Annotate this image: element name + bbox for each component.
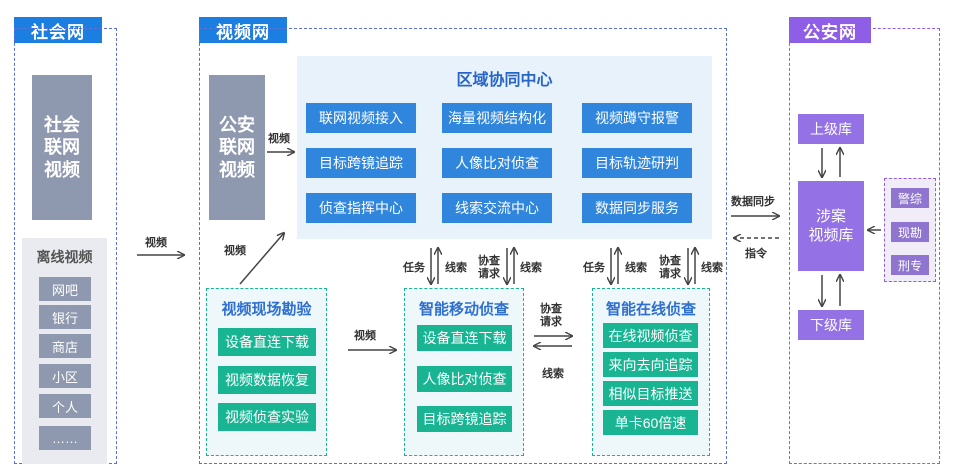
upper-db: 上级库 bbox=[798, 114, 864, 144]
offline-item: 小区 bbox=[39, 364, 91, 388]
lower-db: 下级库 bbox=[798, 310, 864, 340]
offline-item: 商店 bbox=[39, 334, 91, 358]
label-video-police: 视频 bbox=[268, 133, 290, 145]
mobile-item: 目标跨镜追踪 bbox=[417, 406, 512, 432]
police-network-header: 公安网 bbox=[789, 17, 871, 43]
side-item: 现勘 bbox=[891, 222, 929, 242]
social-network-title: 社会网 bbox=[31, 22, 85, 42]
police-video-block: 公安 联网 视频 bbox=[209, 75, 265, 220]
center-item: 目标跨镜追踪 bbox=[306, 148, 416, 178]
social-network-header: 社会网 bbox=[14, 17, 102, 43]
site-inspection-title: 视频现场勘验 bbox=[221, 301, 312, 318]
arrow-site-to-police bbox=[239, 233, 284, 285]
label-clue2-mobile: 线索 bbox=[520, 262, 542, 274]
police-video-label: 公安 联网 视频 bbox=[219, 114, 255, 180]
center-item: 视频蹲守报警 bbox=[582, 103, 692, 133]
video-network-frame bbox=[199, 28, 727, 464]
site-item: 视频数据恢复 bbox=[218, 366, 316, 394]
site-item: 设备直连下载 bbox=[218, 328, 316, 356]
center-item: 人像比对侦查 bbox=[442, 148, 552, 178]
online-item: 单卡60倍速 bbox=[603, 410, 698, 435]
site-item: 视频侦查实验 bbox=[218, 403, 316, 431]
mobile-item: 设备直连下载 bbox=[417, 325, 512, 351]
label-command: 指令 bbox=[745, 248, 767, 260]
label-clue-between: 线索 bbox=[542, 368, 564, 380]
center-item: 海量视频结构化 bbox=[442, 103, 552, 133]
label-video-site: 视频 bbox=[224, 245, 246, 257]
center-item: 目标轨迹研判 bbox=[582, 148, 692, 178]
center-item: 联网视频接入 bbox=[306, 103, 416, 133]
label-task-mobile: 任务 bbox=[403, 262, 425, 274]
center-item: 数据同步服务 bbox=[582, 193, 692, 223]
offline-item: 网吧 bbox=[39, 277, 91, 301]
label-clue-mobile: 线索 bbox=[445, 262, 467, 274]
video-network-title: 视频网 bbox=[216, 22, 270, 42]
mobile-investigation-title: 智能移动侦查 bbox=[418, 301, 509, 318]
side-item: 刑专 bbox=[891, 255, 929, 275]
offline-video-title: 离线视频 bbox=[36, 249, 93, 265]
offline-item: 个人 bbox=[39, 394, 91, 418]
offline-item: 银行 bbox=[39, 305, 91, 329]
social-video-label: 社会 联网 视频 bbox=[44, 114, 80, 180]
center-item: 线索交流中心 bbox=[442, 193, 552, 223]
regional-center-title: 区域协同中心 bbox=[456, 72, 553, 89]
online-item: 来向去向追踪 bbox=[603, 352, 698, 377]
offline-item: …… bbox=[39, 426, 91, 450]
label-task-online: 任务 bbox=[583, 262, 605, 274]
social-video-block: 社会 联网 视频 bbox=[32, 75, 92, 220]
online-item: 相似目标推送 bbox=[603, 381, 698, 406]
side-item: 警综 bbox=[891, 188, 929, 208]
label-request-mobile: 协查 请求 bbox=[478, 255, 500, 281]
police-network-frame bbox=[789, 28, 940, 464]
label-video-mobile: 视频 bbox=[354, 330, 376, 342]
label-clue2-online: 线索 bbox=[701, 262, 723, 274]
video-network-header: 视频网 bbox=[199, 17, 287, 43]
online-investigation-title: 智能在线侦查 bbox=[605, 301, 696, 318]
case-video-db: 涉案 视频库 bbox=[798, 181, 864, 271]
mobile-item: 人像比对侦查 bbox=[417, 366, 512, 392]
label-request-between: 协查 请求 bbox=[540, 303, 562, 329]
label-clue-online: 线索 bbox=[625, 262, 647, 274]
case-video-db-label: 涉案 视频库 bbox=[808, 207, 854, 245]
label-data-sync: 数据同步 bbox=[731, 196, 775, 208]
center-item: 侦查指挥中心 bbox=[306, 193, 416, 223]
label-video-social: 视频 bbox=[145, 237, 167, 249]
online-item: 在线视频侦查 bbox=[603, 323, 698, 348]
police-network-title: 公安网 bbox=[803, 22, 857, 42]
label-request-online: 协查 请求 bbox=[659, 255, 681, 281]
